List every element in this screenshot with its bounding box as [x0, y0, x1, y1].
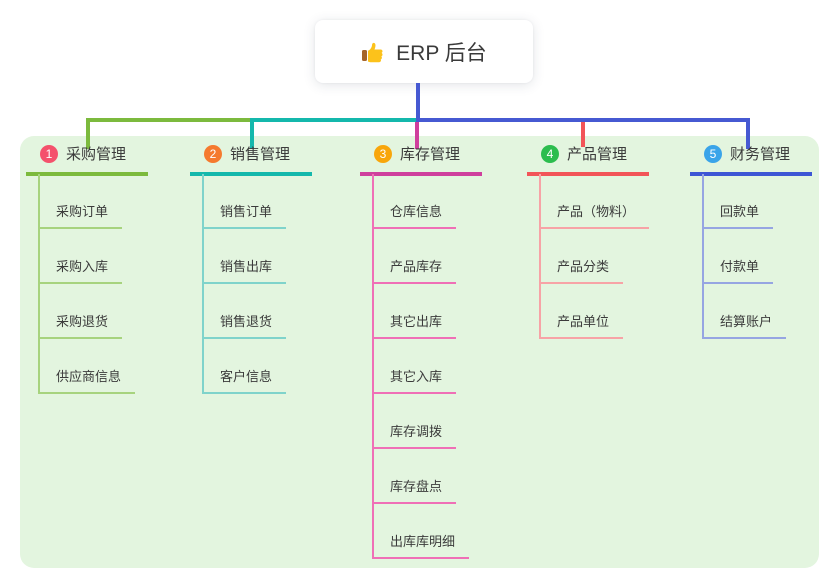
node-receipt-bill[interactable]: 回款单: [702, 174, 786, 229]
branches-panel: [20, 136, 819, 568]
root-node[interactable]: ERP 后台: [315, 20, 533, 83]
thumbs-up-icon: [361, 40, 385, 64]
branch-title-product[interactable]: 4 产品管理: [527, 143, 650, 176]
branch4-number-badge: 4: [541, 144, 559, 163]
node-purchase-order[interactable]: 采购订单: [38, 174, 135, 229]
branch4-title-label: 产品管理: [567, 146, 628, 163]
node-purchase-return[interactable]: 采购退货: [38, 284, 135, 339]
branch1-items: 采购订单 采购入库 采购退货 供应商信息: [38, 174, 136, 394]
connector-branch5-drop: [746, 118, 750, 149]
branch4-spine-line: [539, 174, 541, 339]
connector-branch2-drop: [250, 118, 254, 149]
connector-branch4-drop: [581, 122, 585, 147]
connector-branch1-drop: [86, 118, 90, 149]
branch5-number-badge: 5: [704, 144, 722, 163]
node-warehouse-info[interactable]: 仓库信息: [372, 174, 469, 229]
branch4-items: 产品（物料） 产品分类 产品单位: [539, 174, 650, 339]
root-connector-vertical: [416, 83, 420, 120]
node-stock-count[interactable]: 库存盘点: [372, 449, 469, 504]
branch2-spine-line: [202, 174, 204, 394]
node-purchase-inbound[interactable]: 采购入库: [38, 229, 135, 284]
branch3-spine-line: [372, 174, 374, 559]
node-sales-outbound[interactable]: 销售出库: [202, 229, 287, 284]
branch-title-finance[interactable]: 5 财务管理: [690, 143, 813, 176]
branch5-spine-line: [702, 174, 704, 339]
connector-branch3-drop: [415, 122, 419, 149]
root-label: ERP 后台: [396, 41, 487, 65]
connector-branch2-horizontal: [250, 118, 420, 122]
branch3-number-badge: 3: [374, 144, 392, 163]
connector-branch1-horizontal: [86, 118, 254, 122]
node-other-inbound[interactable]: 其它入库: [372, 339, 469, 394]
branch2-items: 销售订单 销售出库 销售退货 客户信息: [202, 174, 287, 394]
node-sales-return[interactable]: 销售退货: [202, 284, 287, 339]
node-product-unit[interactable]: 产品单位: [539, 284, 649, 339]
connector-branch5-horizontal: [416, 118, 750, 122]
branch5-items: 回款单 付款单 结算账户: [702, 174, 787, 339]
branch2-number-badge: 2: [204, 144, 222, 163]
node-supplier-info[interactable]: 供应商信息: [38, 339, 136, 394]
branch2-title-label: 销售管理: [230, 146, 291, 163]
node-settlement-account[interactable]: 结算账户: [702, 284, 787, 339]
branch1-spine-line: [38, 174, 40, 394]
branch3-items: 仓库信息 产品库存 其它出库 其它入库 库存调拨 库存盘点 出库库明细: [372, 174, 470, 559]
node-stock-transfer[interactable]: 库存调拨: [372, 394, 469, 449]
node-product-stock[interactable]: 产品库存: [372, 229, 469, 284]
node-customer-info[interactable]: 客户信息: [202, 339, 287, 394]
branch-title-purchase[interactable]: 1 采购管理: [26, 143, 149, 176]
branch1-number-badge: 1: [40, 144, 58, 163]
branch1-title-label: 采购管理: [66, 146, 127, 163]
branch5-title-label: 财务管理: [730, 146, 791, 163]
node-payment-bill[interactable]: 付款单: [702, 229, 786, 284]
node-sales-order[interactable]: 销售订单: [202, 174, 287, 229]
branch3-title-label: 库存管理: [400, 146, 461, 163]
node-outbound-detail[interactable]: 出库库明细: [372, 504, 470, 559]
node-product-material[interactable]: 产品（物料）: [539, 174, 650, 229]
branch-title-inventory[interactable]: 3 库存管理: [360, 143, 483, 176]
node-product-category[interactable]: 产品分类: [539, 229, 649, 284]
node-other-outbound[interactable]: 其它出库: [372, 284, 469, 339]
branch-title-sales[interactable]: 2 销售管理: [190, 143, 313, 176]
